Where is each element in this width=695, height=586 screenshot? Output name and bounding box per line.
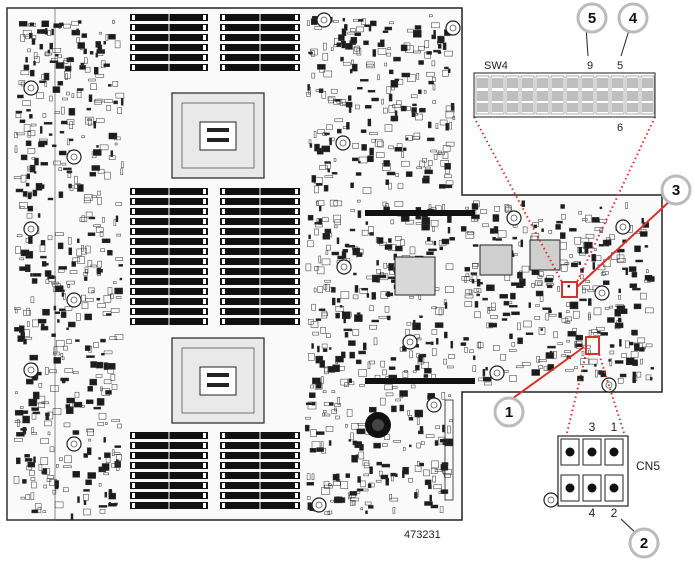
cn5-pin-4-label: 4 xyxy=(589,506,596,520)
svg-text:5: 5 xyxy=(588,10,596,27)
board xyxy=(6,7,663,521)
callouts: 1 2 3 4 5 xyxy=(493,2,692,559)
sw4-label: SW4 xyxy=(484,60,508,72)
callout-5: 5 xyxy=(576,2,608,34)
chipset-area xyxy=(365,210,561,501)
sw4-highlight-box xyxy=(561,281,578,298)
cpu-socket-top xyxy=(171,92,265,179)
sw4-switch-cells xyxy=(475,75,655,115)
zoom-lines xyxy=(473,116,656,434)
chip-bmc xyxy=(479,244,513,276)
cn5-detail: 3 1 CN5 4 2 xyxy=(557,420,660,520)
cn5-highlight-box xyxy=(585,336,600,355)
dimm-slot-banks xyxy=(130,14,300,509)
long-connector xyxy=(444,399,454,501)
sw4-position-9: 9 xyxy=(587,60,593,72)
cn5-jumper-pins xyxy=(560,438,624,502)
svg-text:3: 3 xyxy=(672,182,680,199)
pcie-slot-1 xyxy=(365,210,475,216)
sw4-position-5: 5 xyxy=(617,60,623,72)
callout-3: 3 xyxy=(660,174,692,206)
cn5-pin-1-label: 1 xyxy=(611,420,618,434)
chip-large xyxy=(394,256,436,296)
callout-2: 2 xyxy=(628,527,660,559)
sw4-position-6: 6 xyxy=(617,122,623,134)
figure-id: 473231 xyxy=(404,529,441,541)
cn5-pin-3-label: 3 xyxy=(589,420,596,434)
callout-1: 1 xyxy=(493,396,525,428)
board-outline xyxy=(6,7,663,521)
svg-text:4: 4 xyxy=(629,10,638,27)
callout-4: 4 xyxy=(617,2,649,34)
cn5-label: CN5 xyxy=(636,459,660,473)
cpu-socket-bottom xyxy=(171,337,265,424)
chip-pch xyxy=(529,239,561,271)
svg-text:1: 1 xyxy=(505,404,513,421)
left-io-strip xyxy=(6,7,56,521)
svg-text:2: 2 xyxy=(640,535,648,552)
mounting-holes xyxy=(23,12,631,513)
battery-cap xyxy=(372,419,384,431)
cn5-pin-2-label: 2 xyxy=(611,506,618,520)
pcie-slot-2 xyxy=(365,378,475,384)
sw4-detail: SW4 9 5 6 xyxy=(473,60,656,134)
